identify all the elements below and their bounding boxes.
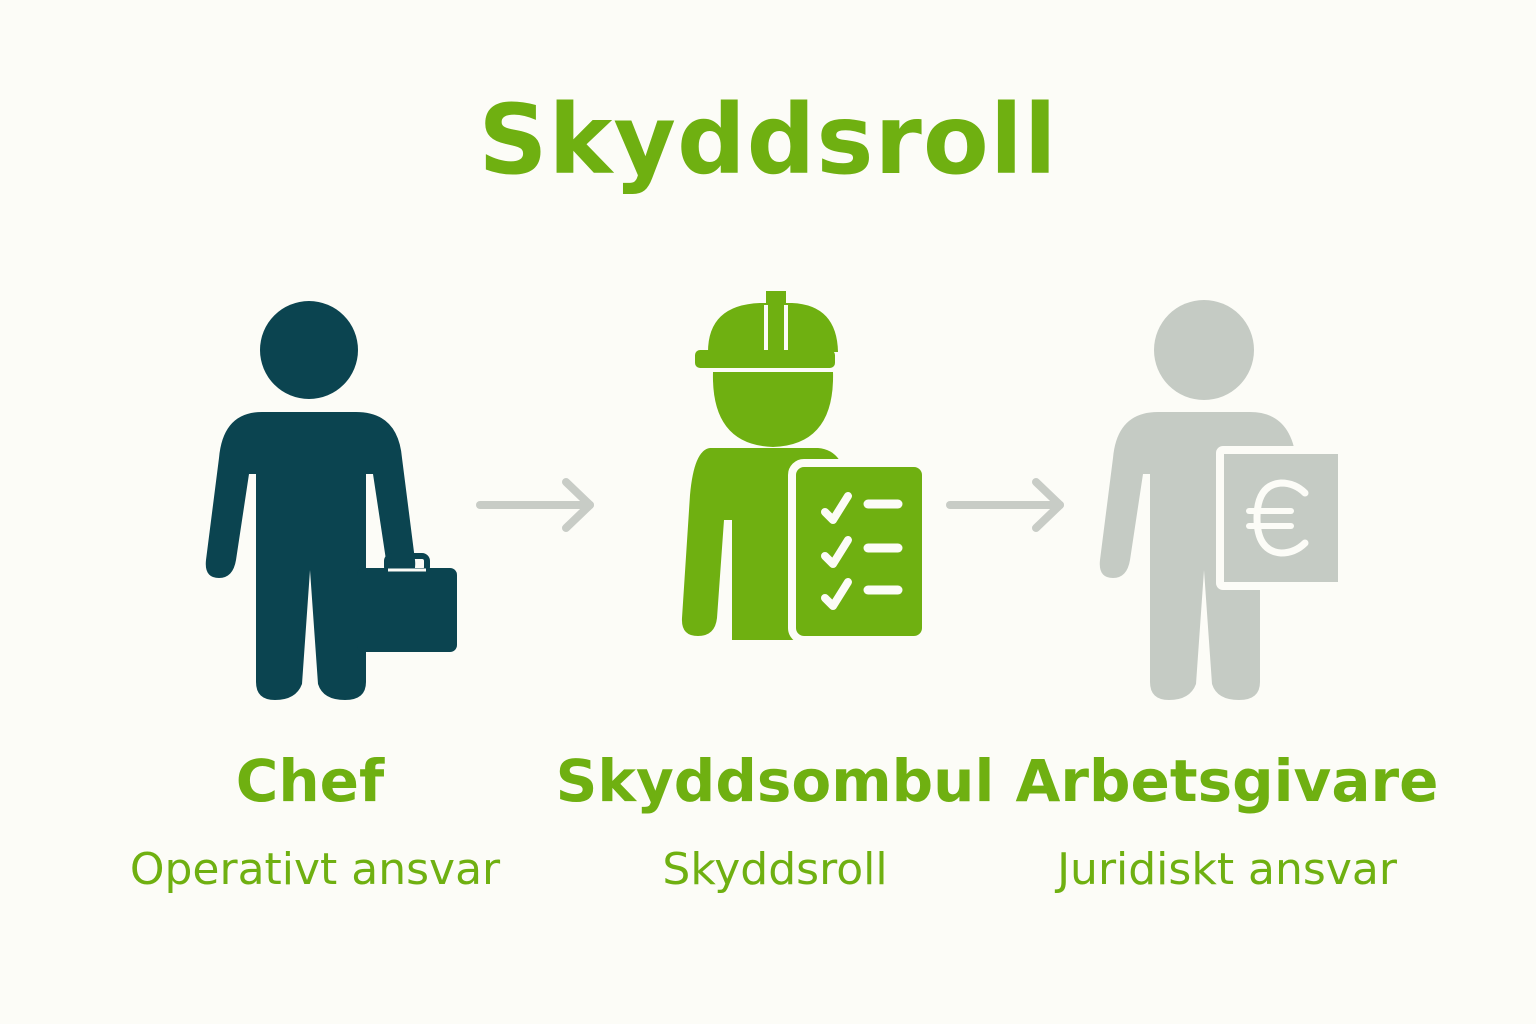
role-subtitle-arbetsgivare: Juridiskt ansvar — [1057, 844, 1397, 895]
person-with-euro-document-icon — [1099, 300, 1346, 700]
role-subtitle-chef: Operativt ansvar — [129, 844, 501, 895]
arrow-right-icon — [476, 478, 594, 532]
role-name-skyddsombud: Skyddsombul — [555, 747, 995, 815]
role-name-arbetsgivare: Arbetsgivare — [1015, 747, 1439, 815]
worker-with-hardhat-and-checklist-icon — [681, 291, 930, 644]
role-subtitle-skyddsombud: Skyddsroll — [662, 844, 888, 895]
diagram-title: Skyddsroll — [478, 84, 1058, 196]
role-name-chef: Chef — [235, 747, 385, 815]
arrow-right-icon — [946, 478, 1064, 532]
person-with-briefcase-icon — [205, 301, 457, 700]
